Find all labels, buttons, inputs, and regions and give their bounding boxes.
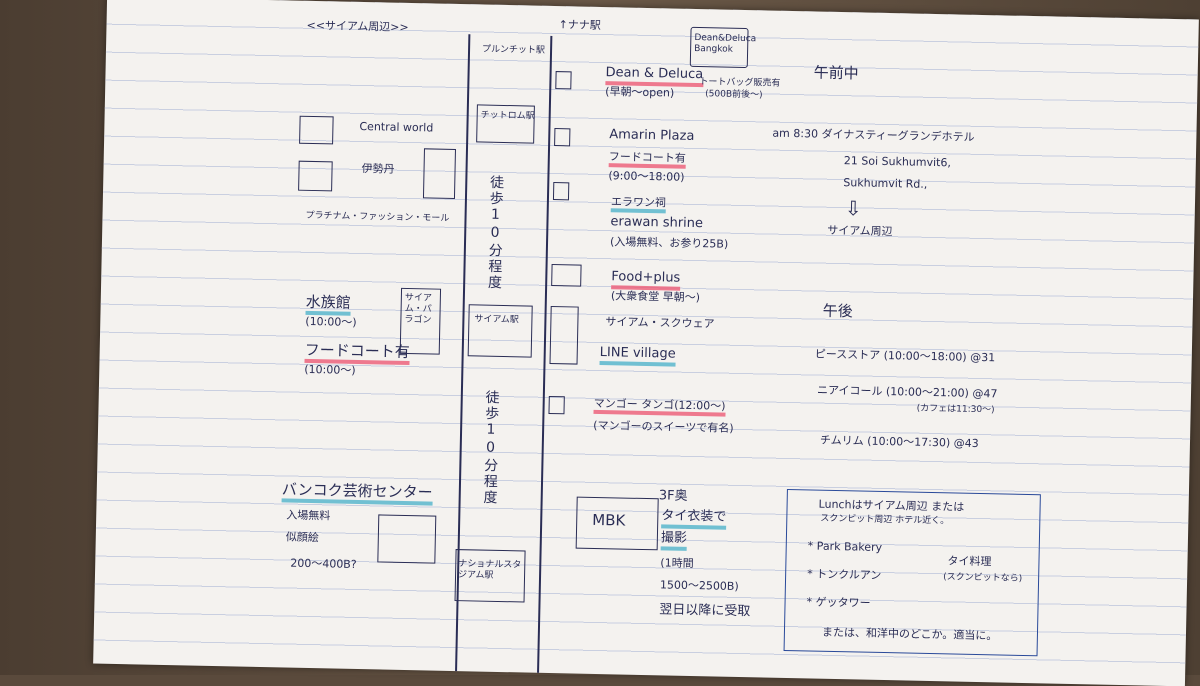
down-arrow-icon: ⇩: [845, 196, 862, 220]
dean-deluca-open: (早朝〜open): [605, 85, 674, 100]
central-world: Central world: [359, 120, 433, 135]
mbk-line3: (1時間: [660, 556, 694, 570]
central-world-box: [423, 148, 456, 199]
food-plus-note: (大衆食堂 早朝〜): [611, 289, 700, 304]
mango-tango: マンゴー タンゴ(12:00〜): [593, 397, 725, 417]
pm-item-2: ニアイコール (10:00〜21:00) @47: [817, 384, 998, 401]
address-line2: Sukhumvit Rd.,: [843, 176, 927, 191]
aquarium: 水族館: [305, 293, 350, 316]
erawan-jp: エラワン祠: [611, 195, 666, 213]
mbk: MBK: [592, 511, 625, 530]
bacc-price: 200〜400B?: [290, 557, 357, 572]
station-siam: サイアム駅: [474, 314, 519, 326]
amarin-plaza: Amarin Plaza: [609, 127, 694, 144]
aquarium-hours: (10:00〜): [305, 315, 357, 329]
walk-note-1: 徒歩10分程度: [485, 175, 504, 300]
connector-4: [551, 264, 581, 287]
station-national: ナショナルスタジアム駅: [458, 559, 522, 582]
pm-item-3: チムリム (10:00〜17:30) @43: [820, 434, 979, 451]
mbk-line4: 1500〜2500B): [660, 578, 739, 593]
connector-2: [554, 128, 570, 146]
connector-5: [550, 306, 579, 365]
mbk-line5: 翌日以降に受取: [659, 602, 750, 619]
station-chitlom-top: プルンチット駅: [482, 45, 545, 57]
to-siam: サイアム周辺: [827, 224, 892, 239]
lunch-item-2: * トンクルアン: [807, 567, 881, 582]
connector-6: [548, 396, 564, 414]
bacc-box: [377, 514, 436, 563]
pm-item-2-note: (カフェは11:30〜): [917, 404, 995, 416]
top-station-label: ↑ナナ駅: [558, 18, 600, 32]
paragon-foodcourt-hours: (10:00〜): [304, 363, 356, 377]
food-plus: Food+plus: [611, 269, 680, 290]
dean-tote-price: (500B前後〜): [705, 89, 763, 101]
mbk-floor: 3F奥: [659, 488, 688, 504]
line-village: LINE village: [600, 345, 676, 366]
mango-note: (マンゴーのスイーツで有名): [593, 419, 734, 435]
dean-tote: トートバッグ販売有: [699, 77, 780, 89]
bacc-portrait: 似顔絵: [286, 531, 319, 545]
map-box-1: [299, 116, 334, 145]
siam-square: サイアム・スクウェア: [605, 315, 714, 330]
connector-3: [553, 182, 569, 200]
station-siam-box: [468, 304, 533, 357]
isetan: 伊勢丹: [361, 162, 394, 176]
dean-tag-label: Dean&Deluca Bangkok: [694, 33, 744, 56]
walk-note-2: 徒歩10分程度: [480, 390, 500, 540]
erawan-en: erawan shrine: [610, 214, 703, 232]
am-heading: 午前中: [813, 63, 858, 82]
bacc: バンコク芸術センター: [282, 480, 433, 505]
lunch-thai-note: (スクンビットなら): [943, 572, 1022, 584]
station-chitlom: チットロム駅: [481, 110, 535, 122]
lunch-item-1: * Park Bakery: [808, 539, 883, 554]
platinum-mall: プラチナム・ファッション・モール: [305, 211, 449, 225]
am-time: am 8:30 ダイナスティーグランデホテル: [772, 127, 975, 144]
connector-1: [555, 71, 571, 89]
map-box-2: [298, 161, 333, 192]
page-title: <<サイアム周辺>>: [306, 19, 408, 34]
amarin-hours: (9:00〜18:00): [608, 169, 684, 184]
erawan-note: (入場無料、お参り25B): [610, 235, 728, 251]
mbk-line1: タイ衣装で: [661, 508, 726, 529]
pm-heading: 午後: [822, 302, 852, 321]
dean-deluca: Dean & Deluca: [605, 65, 703, 87]
address-line1: 21 Soi Sukhumvit6,: [844, 154, 951, 169]
lunch-item-3: * ゲッタワー: [806, 595, 870, 610]
notebook-page: <<サイアム周辺>> ↑ナナ駅 プルンチット駅 チットロム駅 サイアム駅 ナショ…: [93, 0, 1199, 686]
lunch-thai: タイ料理: [947, 554, 991, 568]
pm-item-1: ピースストア (10:00〜18:00) @31: [815, 348, 996, 365]
amarin-foodcourt: フードコート有: [609, 150, 686, 169]
paragon-foodcourt: フードコート有: [304, 341, 409, 365]
siam-paragon: サイアム・パラゴン: [404, 293, 439, 326]
mbk-line2: 撮影: [661, 530, 687, 550]
bacc-free: 入場無料: [286, 509, 330, 523]
